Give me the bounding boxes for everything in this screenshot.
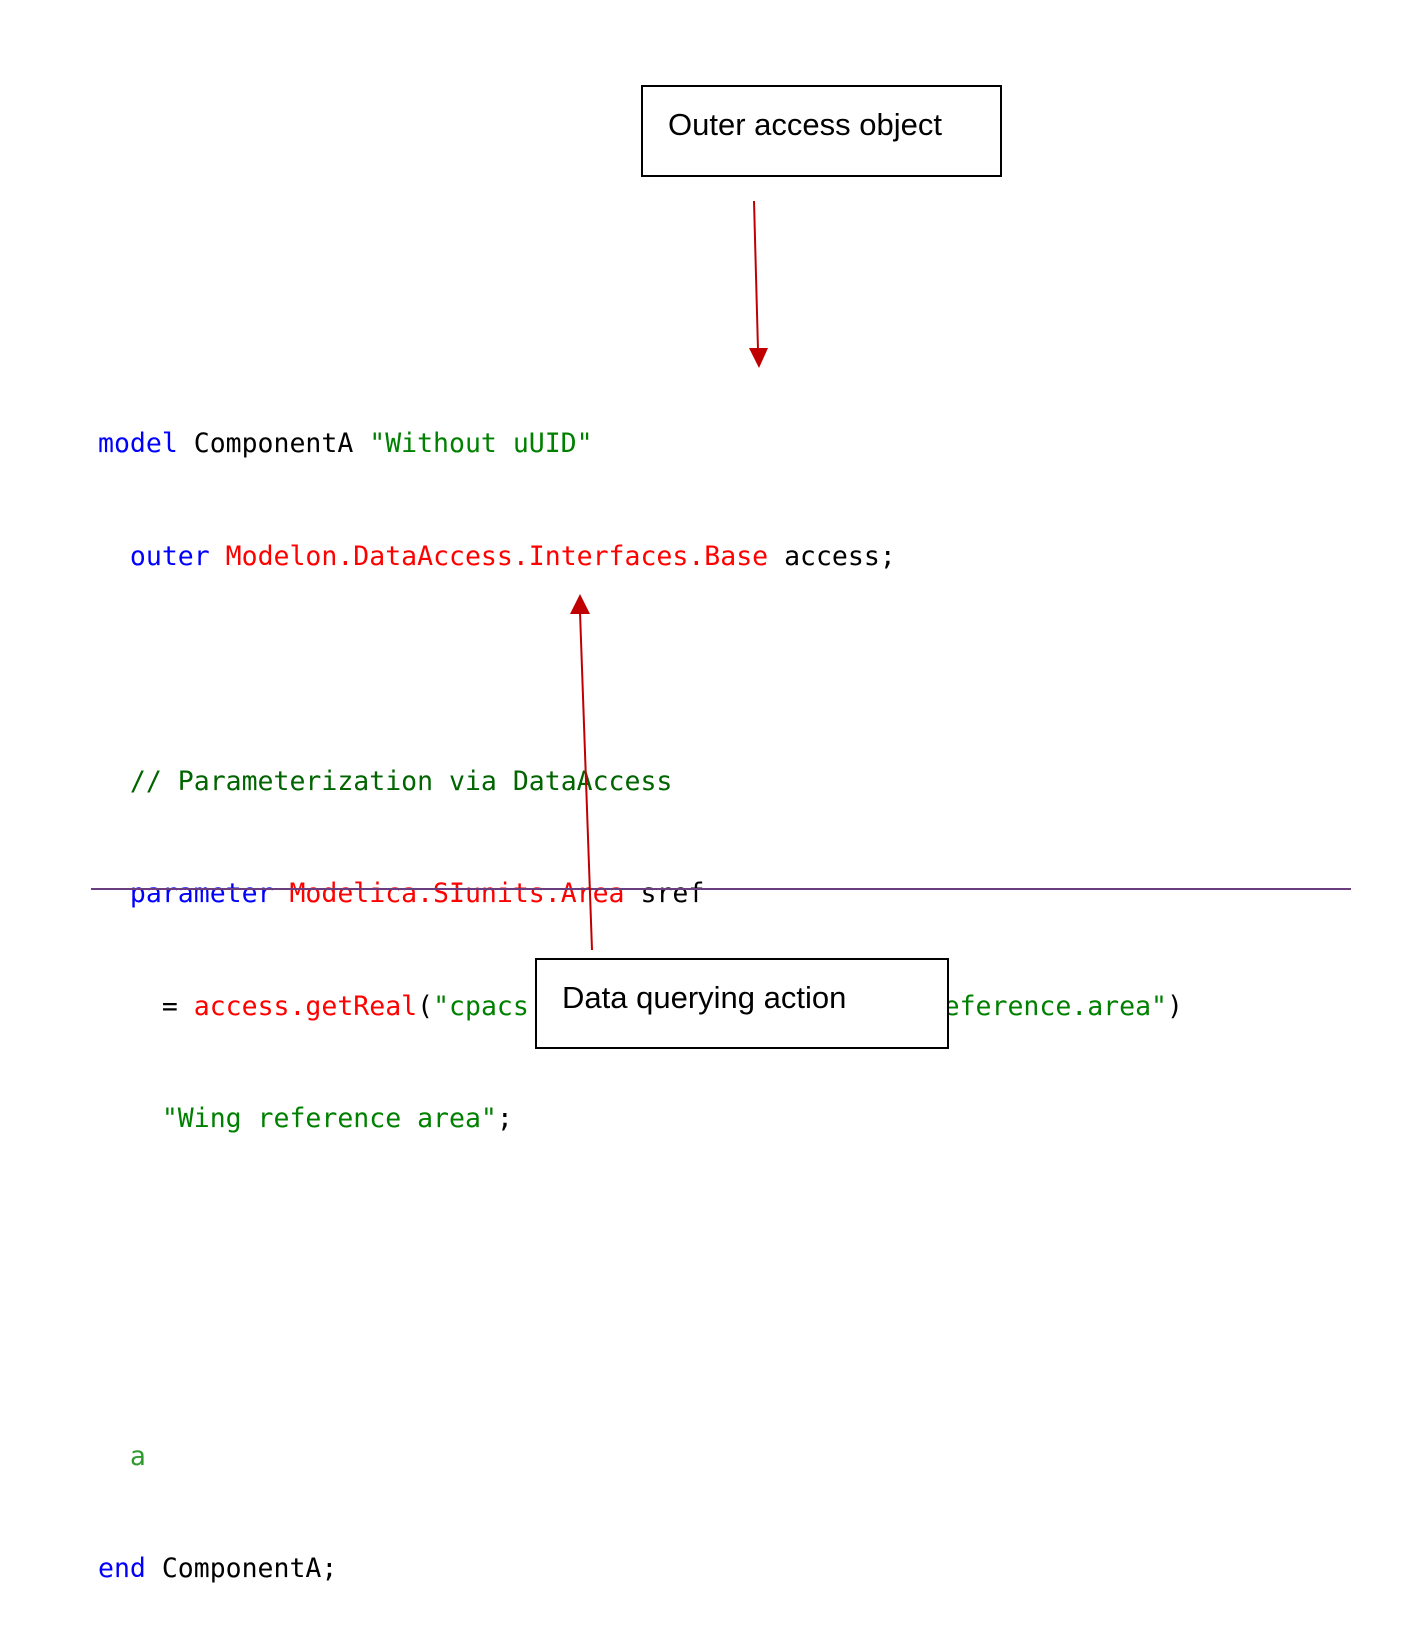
code-line-10: a	[98, 1438, 1183, 1476]
parameter-description: "Wing reference area"	[161, 1103, 497, 1134]
arrow-to-outer-access	[749, 200, 768, 368]
open-paren: (	[417, 990, 434, 1022]
semicolon: ;	[496, 1103, 513, 1134]
code-line-11: end ComponentA;	[98, 1550, 1183, 1588]
indent	[98, 766, 130, 797]
equals-sign: =	[161, 990, 194, 1022]
indent	[98, 1441, 130, 1472]
code-comment: // Parameterization via DataAccess	[129, 765, 673, 797]
close-paren: )	[1167, 990, 1183, 1022]
type-name: Modelon.DataAccess.Interfaces.Base	[209, 540, 769, 572]
code-line-8	[98, 1213, 1183, 1251]
identifier: sref	[624, 878, 705, 909]
code-line-9	[98, 1325, 1183, 1363]
model-name: ComponentA	[177, 428, 370, 459]
function-call: access.getReal	[193, 990, 418, 1022]
annotation-glyph-icon: a	[129, 1440, 146, 1472]
keyword: model	[98, 428, 178, 459]
keyword: parameter	[129, 878, 274, 909]
type-name: Modelica.SIunits.Area	[273, 878, 625, 909]
identifier: access;	[768, 540, 896, 572]
code-line-3	[98, 650, 1183, 688]
indent	[98, 878, 130, 909]
indent	[98, 1103, 162, 1134]
indent	[98, 541, 130, 572]
keyword: outer	[129, 540, 210, 572]
callout-label: Outer access object	[668, 107, 942, 142]
callout-label: Data querying action	[562, 980, 847, 1015]
identifier: ComponentA;	[145, 1553, 338, 1584]
model-description: "Without uUID"	[369, 428, 593, 459]
code-line-5: parameter Modelica.SIunits.Area sref	[98, 875, 1183, 913]
callout-outer-access-object: Outer access object	[641, 85, 1002, 177]
code-line-2: outer Modelon.DataAccess.Interfaces.Base…	[98, 538, 1183, 576]
indent	[98, 991, 162, 1022]
code-line-4: // Parameterization via DataAccess	[98, 763, 1183, 801]
divider-line	[91, 888, 1351, 890]
callout-data-querying-action: Data querying action	[535, 958, 949, 1049]
code-line-1: model ComponentA "Without uUID"	[98, 425, 1183, 463]
keyword: end	[98, 1553, 146, 1584]
